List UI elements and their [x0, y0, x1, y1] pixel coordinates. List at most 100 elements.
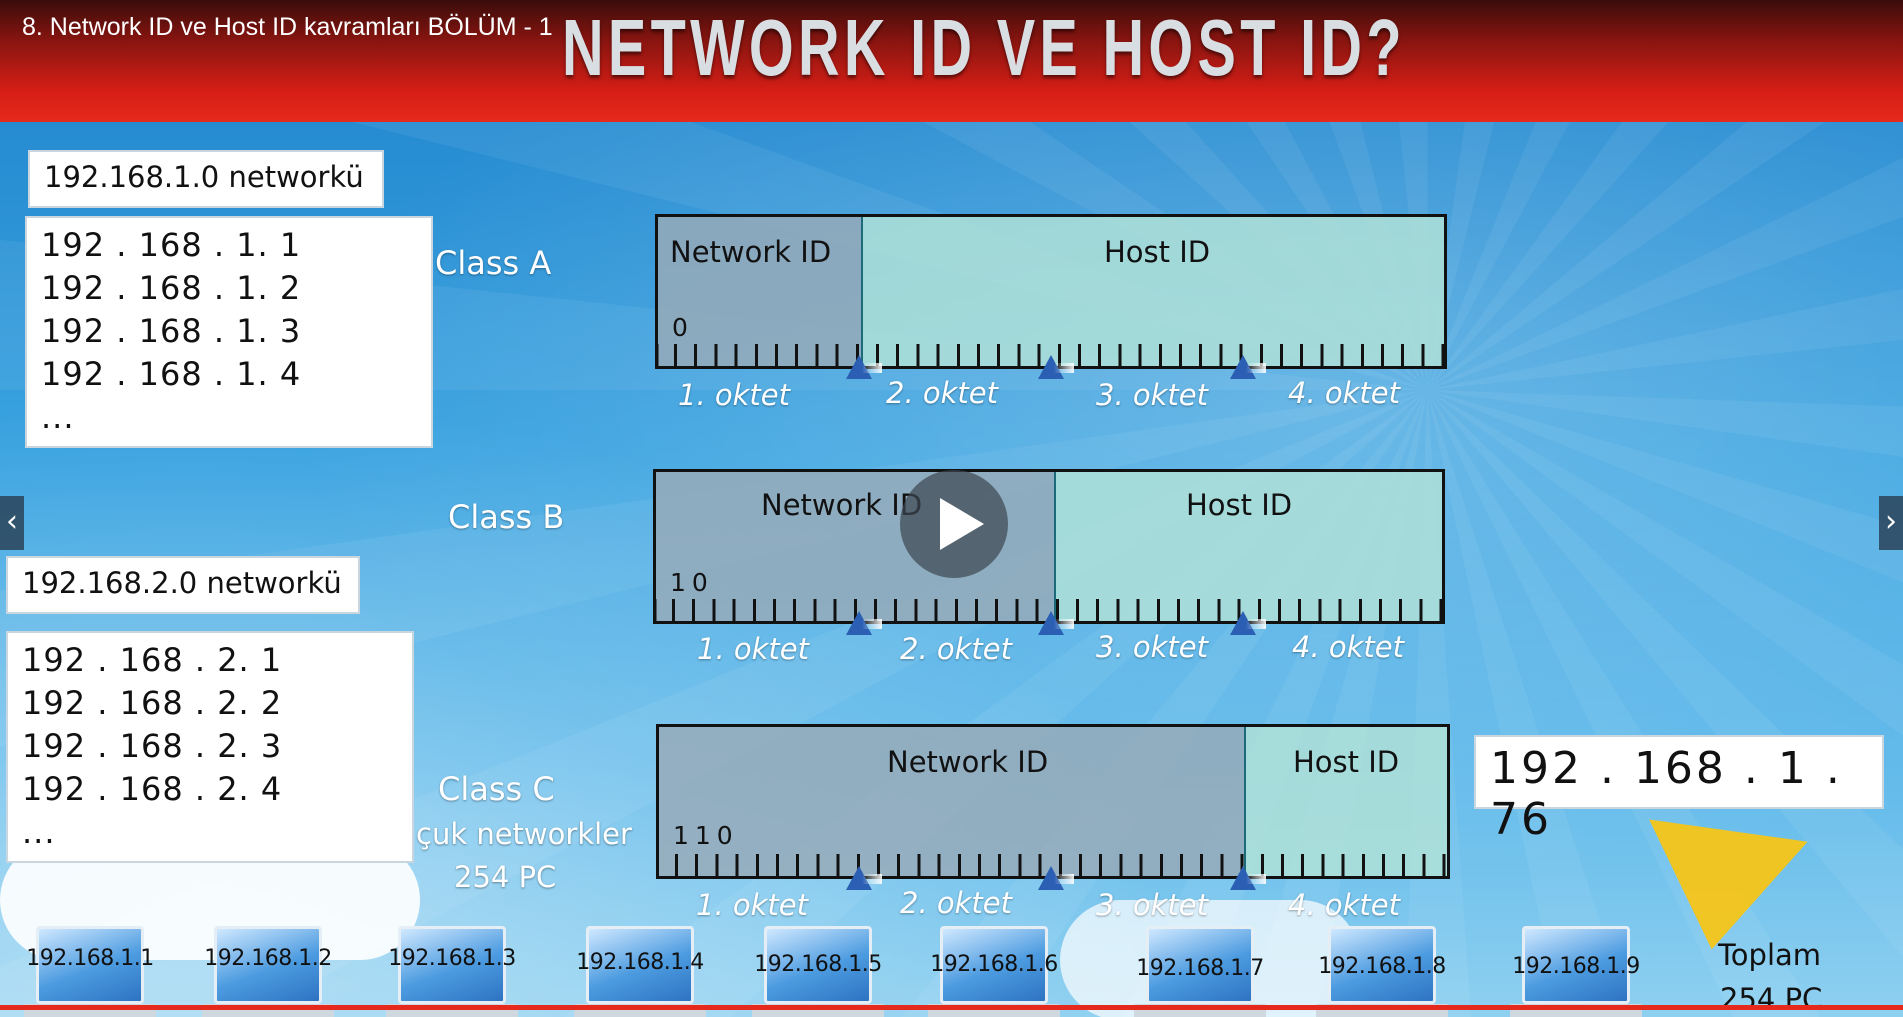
video-title[interactable]: 8. Network ID ve Host ID kavramları BÖLÜ… [22, 13, 553, 41]
pc-ip-label: 192.168.1.5 [754, 952, 882, 977]
leading-bits: 10 [670, 568, 714, 597]
host-id-segment [1244, 727, 1447, 876]
pc-computer: 192.168.1.1 [20, 926, 160, 1017]
class-b-label: Class B [448, 498, 565, 536]
monitor-icon [36, 926, 144, 1004]
play-button[interactable] [900, 470, 1008, 578]
ip-list: 192 . 168 . 2. 1 192 . 168 . 2. 2 192 . … [6, 631, 414, 863]
octet-marker [1038, 866, 1074, 890]
octet-marker [1230, 866, 1266, 890]
octet-marker [846, 355, 882, 379]
monitor-icon [214, 926, 322, 1004]
chevron-right-icon: › [1885, 504, 1897, 539]
next-slide-button[interactable]: › [1879, 496, 1903, 550]
monitor-icon [1522, 926, 1630, 1004]
monitor-icon [1146, 926, 1254, 1004]
total-label: Toplam [1718, 938, 1822, 972]
network-id-label: Network ID [887, 745, 1049, 779]
pc-computer: 192.168.1.7 [1130, 926, 1270, 1017]
octet-marker [846, 866, 882, 890]
oktet-label: 4. oktet [1288, 888, 1401, 922]
pc-ip-label: 192.168.1.1 [26, 946, 154, 971]
network-label: 192.168.1.0 networkü [28, 150, 384, 208]
pc-ip-label: 192.168.1.2 [204, 946, 332, 971]
ip-list-item: ... [41, 398, 75, 436]
small-networks-note: çuk networkler [416, 817, 632, 851]
leading-bits: 0 [672, 313, 694, 342]
pc-computer: 192.168.1.4 [570, 926, 710, 1017]
class-a-diagram: Network ID Host ID 0 [655, 214, 1447, 369]
pc-ip-label: 192.168.1.9 [1512, 954, 1640, 979]
octet-marker [1038, 355, 1074, 379]
octet-marker [1230, 355, 1266, 379]
pc-computer: 192.168.1.5 [748, 926, 888, 1017]
monitor-icon [940, 926, 1048, 1004]
ip-list-item: 192 . 168 . 2. 1 [22, 641, 283, 679]
host-id-label: Host ID [1293, 745, 1400, 779]
network-label-text: 192.168.2.0 networkü [22, 566, 342, 600]
network-id-segment [658, 217, 861, 366]
class-b-diagram: Network ID Host ID 10 [653, 469, 1445, 624]
host-id-segment [1054, 472, 1442, 621]
octet-marker [1230, 611, 1266, 635]
pc-computer: 192.168.1.9 [1506, 926, 1646, 1017]
pc-computer: 192.168.1.6 [924, 926, 1064, 1017]
play-icon [940, 498, 984, 550]
class-c-label: Class C [438, 770, 555, 808]
pc-ip-label: 192.168.1.6 [930, 952, 1058, 977]
pc-computer: 192.168.1.3 [382, 926, 522, 1017]
ip-list-item: 192 . 168 . 2. 4 [22, 770, 283, 808]
ip-list-item: 192 . 168 . 1. 4 [41, 355, 302, 393]
host-id-label: Host ID [1104, 235, 1211, 269]
previous-slide-button[interactable]: ‹ [0, 496, 24, 550]
pc-ip-label: 192.168.1.4 [576, 950, 704, 975]
video-progress-bar[interactable] [0, 1005, 1903, 1010]
pc-ip-label: 192.168.1.3 [388, 946, 516, 971]
oktet-label: 4. oktet [1292, 630, 1405, 664]
pc-computer: 192.168.1.8 [1312, 926, 1452, 1017]
pc-ip-label: 192.168.1.7 [1136, 956, 1264, 981]
ip-list-item: 192 . 168 . 2. 3 [22, 727, 283, 765]
slide-header-bar: NETWORK ID VE HOST ID? [0, 0, 1903, 122]
octet-marker [846, 611, 882, 635]
host-id-segment [861, 217, 1444, 366]
monitor-icon [398, 926, 506, 1004]
oktet-label: 4. oktet [1288, 376, 1401, 410]
total-count: 254 PC [1720, 982, 1823, 1016]
monitor-icon [1328, 926, 1436, 1004]
ip-list-item: 192 . 168 . 1. 2 [41, 269, 302, 307]
ip-list: 192 . 168 . 1. 1 192 . 168 . 1. 2 192 . … [25, 216, 433, 448]
oktet-label: 2. oktet [900, 632, 1013, 666]
pc-computer: 192.168.1.2 [198, 926, 338, 1017]
oktet-label: 2. oktet [900, 886, 1013, 920]
network-id-segment [659, 727, 1244, 876]
network-label-text: 192.168.1.0 networkü [44, 160, 364, 194]
oktet-label: 3. oktet [1096, 888, 1209, 922]
oktet-label: 3. oktet [1096, 378, 1209, 412]
monitor-icon [586, 926, 694, 1004]
ip-list-item: ... [22, 813, 56, 851]
ip-list-item: 192 . 168 . 2. 2 [22, 684, 283, 722]
slide-heading: NETWORK ID VE HOST ID? [562, 3, 1406, 92]
octet-marker [1038, 611, 1074, 635]
class-c-diagram: Network ID Host ID 110 [656, 724, 1450, 879]
leading-bits: 110 [673, 821, 739, 850]
monitor-icon [764, 926, 872, 1004]
oktet-label: 1. oktet [696, 888, 809, 922]
pc-count-note: 254 PC [454, 860, 557, 894]
oktet-label: 2. oktet [886, 376, 999, 410]
oktet-label: 3. oktet [1096, 630, 1209, 664]
pc-ip-label: 192.168.1.8 [1318, 954, 1446, 979]
network-id-label: Network ID [761, 488, 923, 522]
oktet-label: 1. oktet [678, 378, 791, 412]
oktet-label: 1. oktet [697, 632, 810, 666]
class-a-label: Class A [435, 244, 552, 282]
chevron-left-icon: ‹ [6, 504, 18, 539]
ip-list-item: 192 . 168 . 1. 3 [41, 312, 302, 350]
example-ip: 192 . 168 . 1 . 76 [1490, 743, 1843, 845]
example-ip-box: 192 . 168 . 1 . 76 [1474, 735, 1884, 845]
host-id-label: Host ID [1186, 488, 1293, 522]
network-id-label: Network ID [670, 235, 832, 269]
network-label: 192.168.2.0 networkü [6, 556, 360, 614]
ip-list-item: 192 . 168 . 1. 1 [41, 226, 302, 264]
